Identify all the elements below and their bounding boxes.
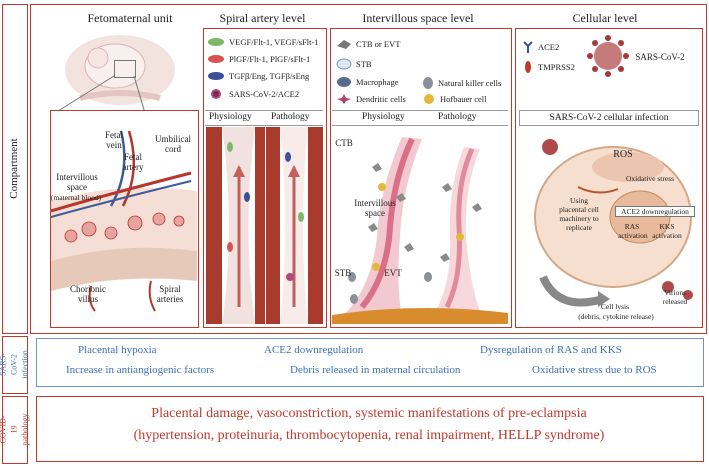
intervillous-illustration xyxy=(332,137,508,324)
label-fetal-vein: Fetal vein xyxy=(105,130,123,150)
compartment-side-label: Compartment xyxy=(7,137,20,199)
pathology-line-2: (hypertension, proteinuria, thrombocytop… xyxy=(133,428,605,443)
label-intervillous: Intervillous space xyxy=(354,198,396,218)
spiral-pathology-label: Pathology xyxy=(271,112,310,122)
effect-ras-kks: Dysregulation of RAS and KKS xyxy=(480,344,622,356)
title-fetomaternal: Fetomaternal unit xyxy=(87,11,173,25)
infection-side-box xyxy=(2,336,28,394)
intervillous-legend-nk: Natural killer cells xyxy=(422,76,501,90)
intervillous-panel xyxy=(330,28,512,328)
pathology-side-box xyxy=(2,396,28,464)
label-intervillous-space: Intervillous space xyxy=(56,172,98,192)
label-spiral-arteries: Spiral arteries xyxy=(156,284,184,304)
spiral-legend-row-plgf: PlGF/Flt-1, PlGF/sFlt-1 xyxy=(207,54,310,64)
title-intervillous: Intervillous space level xyxy=(362,11,474,25)
label-oxidative-stress: Oxidative stress xyxy=(625,174,675,183)
pathology-line-1: Placental damage, vasoconstriction, syst… xyxy=(151,406,587,421)
intervillous-legend: CTB or EVT STB Macrophage Natural killer… xyxy=(332,32,508,108)
cellular-legend-ace2: ACE2 xyxy=(522,40,559,54)
cellular-infection-header: SARS-CoV-2 cellular infection xyxy=(519,110,699,126)
label-stb: STB xyxy=(334,268,352,278)
zoom-indicator xyxy=(114,60,136,78)
placenta-illustration xyxy=(51,130,197,312)
label-maternal-blood: (maternal blood) xyxy=(50,193,102,202)
effect-placental-hypoxia: Placental hypoxia xyxy=(78,344,157,356)
nk-cell-icon xyxy=(423,77,433,89)
intervillous-physiology-label: Physiology xyxy=(362,112,405,122)
intervillous-legend-hofbauer: Hofbauer cell xyxy=(422,93,487,105)
intervillous-legend-ctb: CTB or EVT xyxy=(336,38,400,50)
spiral-physiology-label: Physiology xyxy=(209,112,252,122)
intervillous-legend-stb: STB xyxy=(336,58,372,70)
intervillous-pathology-label: Pathology xyxy=(438,112,477,122)
compartment-side-box xyxy=(2,4,28,334)
intervillous-subheader: Physiology Pathology xyxy=(332,110,508,126)
macrophage-icon xyxy=(337,77,351,87)
effect-ace2-downregulation: ACE2 downregulation xyxy=(264,344,364,356)
label-evt: EVT xyxy=(384,268,402,278)
title-cellular: Cellular level xyxy=(572,11,638,25)
label-umbilical-cord: Umbilical cord xyxy=(155,134,191,154)
effect-oxidative-stress: Oxidative stress due to ROS xyxy=(532,364,657,376)
stb-icon xyxy=(336,58,352,70)
cell-illustration xyxy=(534,139,693,307)
sars-cov-2-virus-icon xyxy=(587,35,629,77)
tmprss2-icon xyxy=(525,61,531,73)
pathology-box xyxy=(36,396,704,462)
pathology-side-label: COVID-19 pathology xyxy=(0,413,30,445)
hofbauer-icon xyxy=(424,94,434,104)
label-machinery: Using placental cell machinery to replic… xyxy=(559,196,599,232)
compartment-frame xyxy=(30,4,707,334)
label-ace2-downregulation: ACE2 downregulation xyxy=(615,206,695,217)
title-spiral: Spiral artery level xyxy=(219,11,306,25)
dendritic-icon xyxy=(337,94,351,104)
label-sars-cov-2: SARS-CoV-2 xyxy=(635,52,685,62)
label-virions-released: Virions released xyxy=(662,288,688,306)
ace2-icon xyxy=(523,41,533,53)
spiral-subheader: Physiology Pathology xyxy=(205,110,323,126)
label-fetal-artery: Fetal artery xyxy=(122,152,144,172)
intervillous-legend-dendritic: Dendritic cells xyxy=(336,93,406,105)
label-chorionic-villus: Chorionic villus xyxy=(70,284,106,304)
infection-effects-box xyxy=(36,338,704,387)
label-ras-activation: RAS activation xyxy=(618,222,648,240)
spiral-legend-row-sars: SARS-CoV-2/ACE2 xyxy=(207,88,299,100)
label-ros: ROS xyxy=(613,149,633,160)
label-cell-lysis: Cell lysis xyxy=(600,302,630,311)
intervillous-legend-macrophage: Macrophage xyxy=(336,76,398,88)
spiral-legend: VEGF/Flt-1, VEGF/sFlt-1 PlGF/Flt-1, PlGF… xyxy=(205,32,325,108)
cellular-legend-tmprss2: TMPRSS2 xyxy=(522,60,575,74)
label-ctb: CTB xyxy=(335,138,353,148)
spiral-legend-row-vegf: VEGF/Flt-1, VEGF/sFlt-1 xyxy=(207,37,319,47)
infection-side-label: SARS-CoV-2 infection xyxy=(0,349,30,379)
virus-icon xyxy=(211,89,221,99)
spiral-legend-row-tgf: TGFβ/Eng, TGFβ/sEng xyxy=(207,71,309,81)
effect-debris: Debris released in maternal circulation xyxy=(290,364,461,376)
effect-antiangiogenic: Increase in antiangiogenic factors xyxy=(66,364,215,376)
label-cell-lysis-sub: (debris, cytokine release) xyxy=(578,312,654,321)
label-kks-activation: KKS activation xyxy=(652,222,682,240)
vegf-icon xyxy=(208,38,224,46)
spiral-artery-illustration xyxy=(206,127,323,324)
tgf-icon xyxy=(208,72,224,80)
ctb-icon xyxy=(337,40,351,49)
zoom-lines xyxy=(54,75,146,114)
plgf-icon xyxy=(208,55,224,63)
